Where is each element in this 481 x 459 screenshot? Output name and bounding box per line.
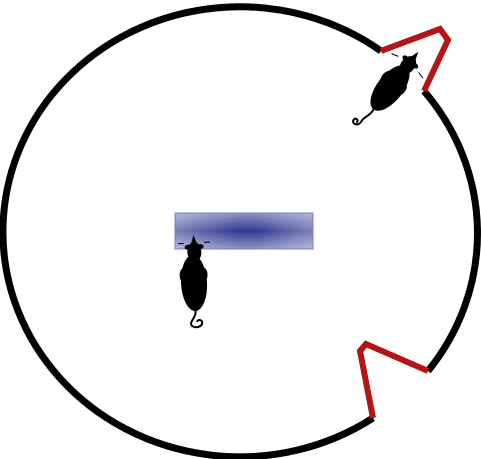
mouse-upper-right [352, 51, 424, 126]
arena-wall-main [0, 3, 384, 459]
mouse-center [177, 234, 210, 329]
door-lower-right [356, 340, 430, 419]
door-upper-right [379, 25, 452, 93]
platform [174, 212, 314, 250]
arena-wall-right [421, 88, 481, 374]
